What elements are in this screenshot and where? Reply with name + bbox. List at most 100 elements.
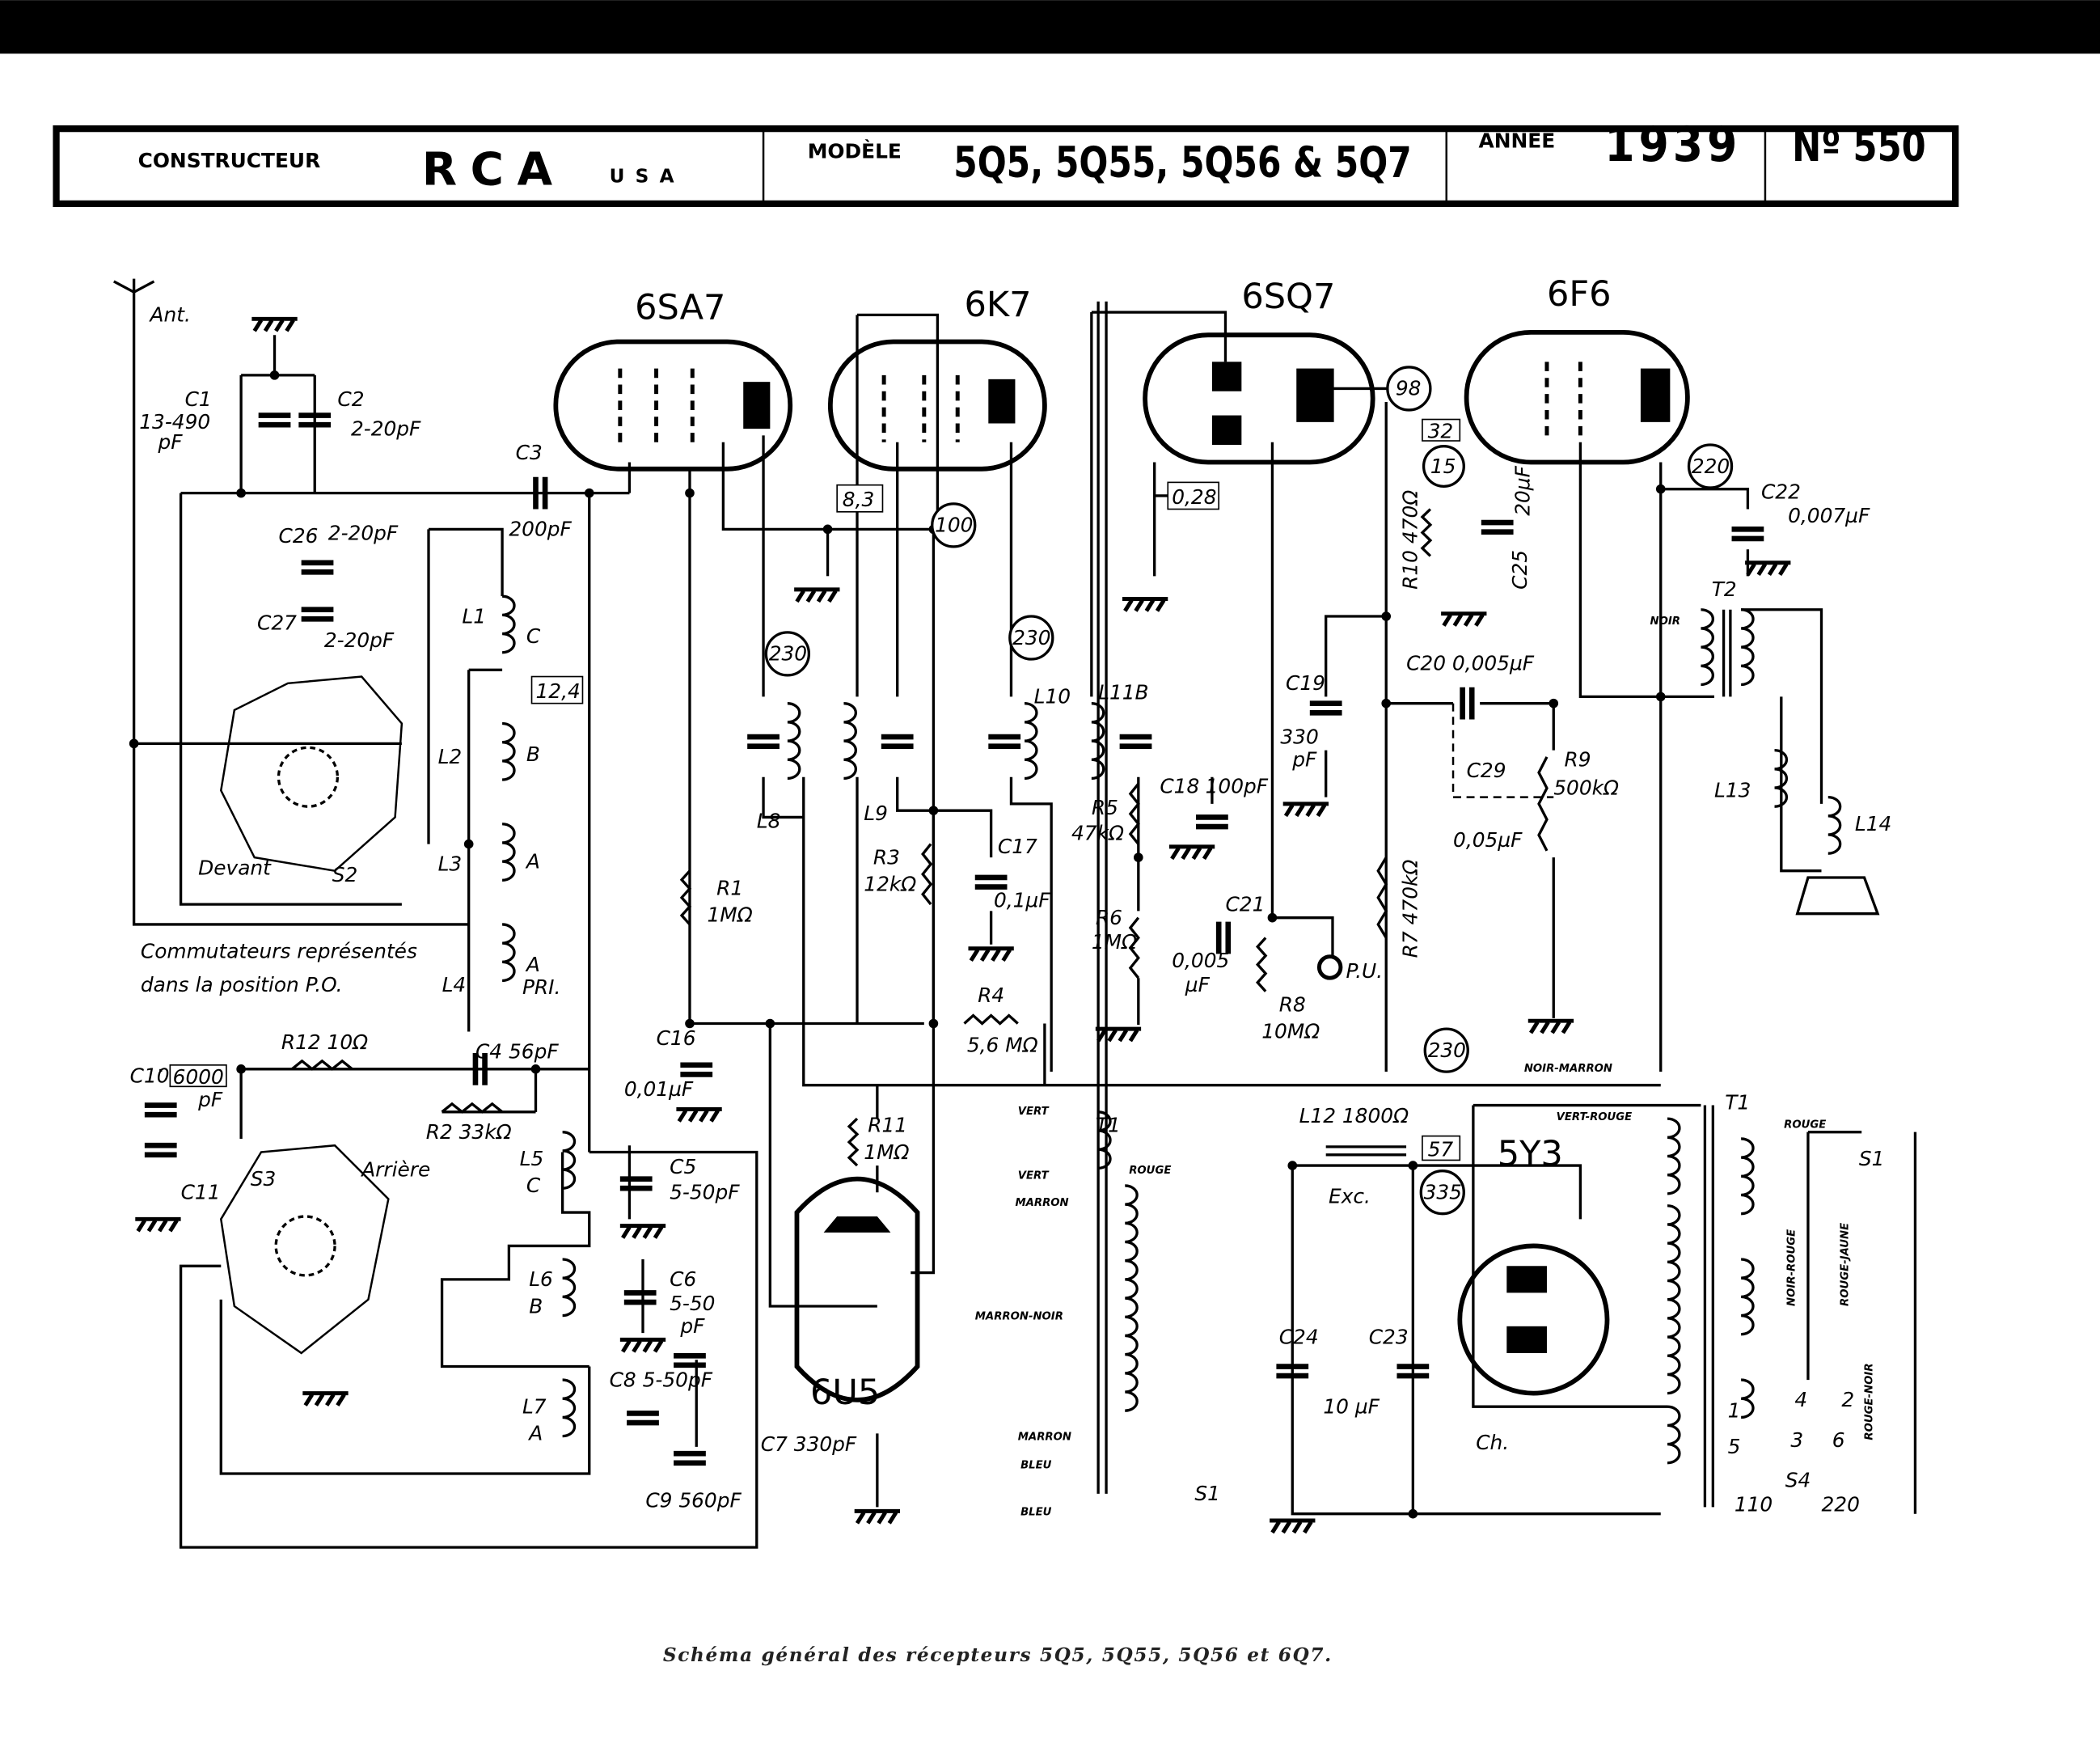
label-c21-value: 0,005 bbox=[1172, 949, 1229, 972]
label-c22-value: 0,007µF bbox=[1788, 504, 1870, 527]
label-l9: L9 bbox=[864, 802, 888, 825]
ground-icon bbox=[1095, 1026, 1142, 1043]
label-c23: C23 bbox=[1369, 1325, 1409, 1348]
capacitor-symbol bbox=[258, 412, 291, 428]
label-l7-tap: A bbox=[527, 1422, 543, 1445]
resistor-symbol bbox=[1420, 508, 1433, 557]
transformer-core-t2 bbox=[1722, 609, 1732, 697]
pickup-jack-icon bbox=[1316, 954, 1343, 980]
voltage-335: 335 bbox=[1424, 1180, 1462, 1203]
label-l5-tap: C bbox=[526, 1174, 541, 1197]
label-l5: L5 bbox=[520, 1147, 544, 1170]
label-r9: R9 bbox=[1565, 748, 1591, 772]
constructeur-country: USA bbox=[610, 165, 685, 187]
tap-3: 3 bbox=[1790, 1428, 1803, 1452]
label-c24: C24 bbox=[1279, 1325, 1319, 1348]
label-c4: C4 56pF bbox=[475, 1040, 559, 1064]
label-l1-tap: C bbox=[526, 624, 541, 648]
label-c2: C2 bbox=[337, 387, 364, 411]
label-c3-value: 200pF bbox=[509, 518, 572, 541]
note-commutateurs-1: Commutateurs représentés bbox=[141, 939, 417, 962]
label-c10: C10 bbox=[130, 1064, 170, 1087]
choke-core-l12 bbox=[1325, 1145, 1407, 1157]
label-c18: C18 bbox=[1160, 775, 1199, 798]
label-exc: Exc. bbox=[1329, 1184, 1371, 1208]
constructeur-name: RCA bbox=[422, 144, 566, 197]
voltage-32: 32 bbox=[1428, 420, 1454, 443]
voltage-98: 98 bbox=[1396, 377, 1422, 400]
label-noir: NOIR bbox=[1650, 615, 1681, 628]
label-t2: T2 bbox=[1712, 577, 1737, 601]
tube-6sa7 bbox=[553, 339, 793, 472]
capacitor-symbol bbox=[1460, 687, 1475, 720]
wiring bbox=[132, 292, 1917, 1549]
label-c21-unit: µF bbox=[1185, 973, 1211, 996]
component-labels: Ant. C1 13-490 pF C2 2-20pF C3 200pF C26… bbox=[130, 303, 1892, 1519]
label-l4-pri: PRI. bbox=[522, 975, 560, 999]
label-c20: C20 0,005µF bbox=[1406, 651, 1535, 675]
junction-dot bbox=[822, 524, 833, 535]
coil-symbol bbox=[502, 823, 516, 882]
resistor-symbol bbox=[921, 843, 933, 906]
label-c17-value: 0,1µF bbox=[994, 888, 1050, 912]
capacitor-symbol bbox=[472, 1052, 488, 1085]
label-c1: C1 bbox=[185, 387, 212, 411]
label-s3: S3 bbox=[251, 1167, 277, 1191]
label-l2: L2 bbox=[438, 745, 463, 768]
capacitor-symbol bbox=[988, 734, 1021, 749]
resistor-symbol bbox=[441, 1102, 504, 1114]
coil-symbol bbox=[1827, 795, 1842, 855]
capacitor-symbol bbox=[298, 412, 332, 428]
voltage-230-c: 230 bbox=[1428, 1038, 1466, 1062]
resistor-symbol bbox=[1537, 756, 1549, 852]
ground-icon bbox=[1168, 844, 1215, 861]
capacitor-symbol bbox=[1276, 1364, 1309, 1379]
voltage-0-28: 0,28 bbox=[1172, 485, 1216, 509]
junction-dot bbox=[1381, 698, 1392, 709]
ground-icon bbox=[1270, 1518, 1316, 1534]
label-r1: R1 bbox=[716, 877, 743, 900]
label-r11: R11 bbox=[868, 1114, 907, 1137]
label-l3: L3 bbox=[438, 852, 463, 876]
label-r1-value: 1MΩ bbox=[708, 903, 753, 927]
label-r9-value: 500kΩ bbox=[1553, 776, 1619, 799]
label-noir-marron: NOIR-MARRON bbox=[1524, 1063, 1612, 1075]
tube-label-6k7: 6K7 bbox=[965, 285, 1032, 325]
label-c6-value: 5-50 bbox=[670, 1292, 715, 1315]
label-r3: R3 bbox=[873, 845, 900, 869]
ground-icon bbox=[302, 1391, 349, 1406]
modele-value: 5Q5, 5Q55, 5Q56 & 5Q7 bbox=[953, 138, 1411, 188]
wave-switch-s2 bbox=[219, 675, 404, 873]
label-l8: L8 bbox=[757, 810, 781, 833]
tube-label-6sq7: 6SQ7 bbox=[1241, 277, 1335, 317]
junction-dot bbox=[236, 488, 246, 498]
annee-label: ANNÉE bbox=[1479, 129, 1556, 152]
coil-symbol bbox=[562, 1258, 577, 1318]
caption: Schéma général des récepteurs 5Q5, 5Q55,… bbox=[663, 1644, 1333, 1666]
label-c3: C3 bbox=[516, 441, 543, 464]
coil-symbol bbox=[1741, 1137, 1755, 1216]
coil-symbol bbox=[1667, 1405, 1681, 1465]
junction-dot bbox=[269, 370, 280, 380]
label-arriere: Arrière bbox=[360, 1157, 430, 1181]
label-ant: Ant. bbox=[149, 303, 191, 327]
optional-c29-wire bbox=[1451, 703, 1554, 798]
ground-icon bbox=[1282, 802, 1329, 818]
resistor-symbol bbox=[1128, 782, 1140, 845]
voltage-8-3: 8,3 bbox=[843, 488, 875, 511]
capacitor-symbol bbox=[1215, 921, 1232, 954]
label-devant: Devant bbox=[198, 857, 272, 880]
junction-dot bbox=[584, 488, 594, 498]
capacitor-symbol bbox=[533, 476, 548, 510]
ground-icon bbox=[1527, 1018, 1574, 1034]
junction-dot bbox=[765, 1018, 775, 1029]
transformer-core-t1-power bbox=[1703, 1105, 1714, 1508]
coil-symbol bbox=[1024, 702, 1038, 780]
coil-symbol bbox=[1741, 608, 1755, 687]
label-l7: L7 bbox=[522, 1394, 547, 1418]
label-c26-value: 2-20pF bbox=[328, 522, 399, 545]
wire-bleu-1: BLEU bbox=[1020, 1459, 1052, 1471]
label-r5-value: 47kΩ bbox=[1071, 822, 1124, 845]
label-pu: P.U. bbox=[1346, 959, 1384, 983]
voltage-markers: 8,3 100 230 230 0,28 98 32 15 220 230 12… bbox=[169, 366, 1734, 1216]
